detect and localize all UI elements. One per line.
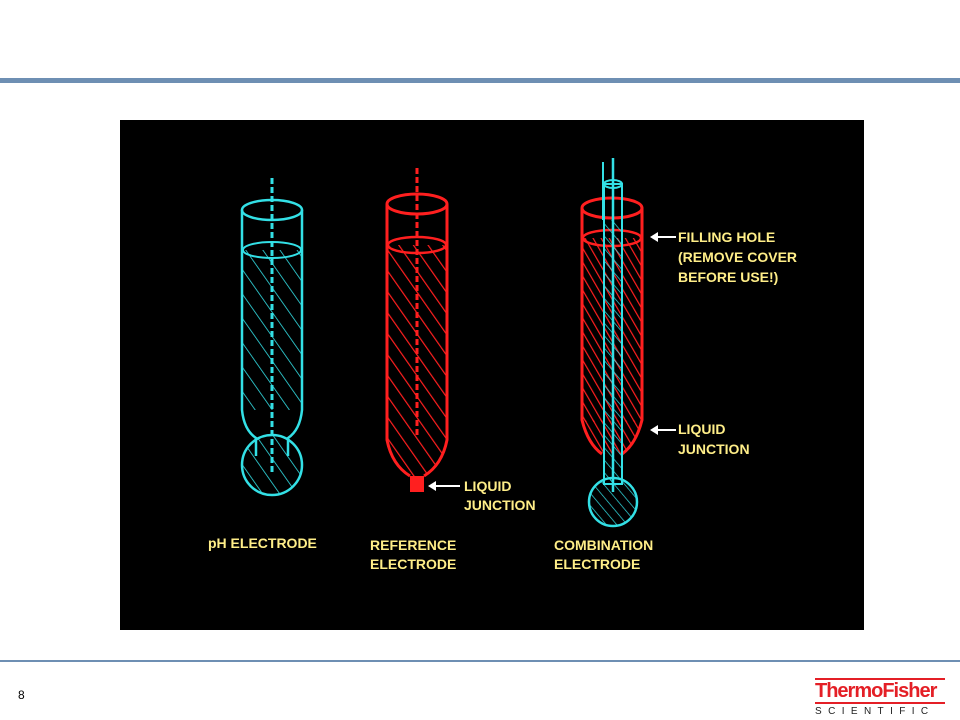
electrode-diagram-svg: pH ELECTRODE REFERENCE ELECTRODE COMBINA… [208, 158, 797, 572]
electrode-diagram: pH ELECTRODE REFERENCE ELECTRODE COMBINA… [120, 120, 864, 630]
label-filling-line1: FILLING HOLE [678, 229, 775, 245]
label-ph-electrode: pH ELECTRODE [208, 535, 317, 551]
label-ref-junction-line1: LIQUID [464, 478, 511, 494]
label-filling-line3: BEFORE USE!) [678, 269, 778, 285]
label-combination-line1: COMBINATION [554, 537, 653, 553]
logo-subtitle: SCIENTIFIC [815, 706, 935, 717]
thermo-fisher-logo: ThermoFisher SCIENTIFIC [815, 678, 945, 717]
label-comb-junction-line2: JUNCTION [678, 441, 750, 457]
label-combination-line2: ELECTRODE [554, 556, 640, 572]
logo-brand: ThermoFisher [815, 678, 945, 704]
label-filling-line2: (REMOVE COVER [678, 249, 797, 265]
page-number: 8 [18, 688, 25, 702]
label-reference-line2: ELECTRODE [370, 556, 456, 572]
header-rule [0, 78, 960, 83]
label-reference-line1: REFERENCE [370, 537, 456, 553]
combination-electrode-drawing [580, 158, 676, 528]
footer-rule [0, 660, 960, 662]
label-ref-junction-line2: JUNCTION [464, 497, 536, 513]
ph-electrode-drawing [240, 178, 304, 497]
label-comb-junction-line1: LIQUID [678, 421, 725, 437]
reference-electrode-drawing [385, 168, 460, 492]
